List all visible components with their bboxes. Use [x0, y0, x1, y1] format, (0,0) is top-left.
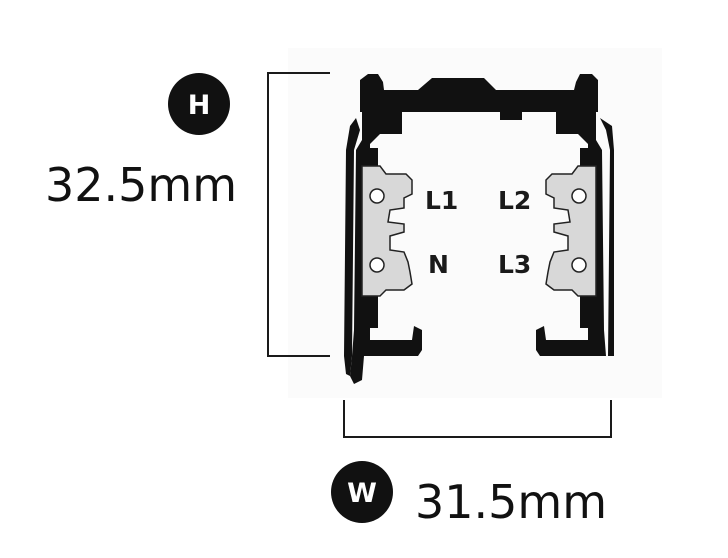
- height-dimension: 32.5mm: [45, 158, 237, 212]
- profile-top-inner-right: [556, 112, 578, 134]
- profile-top-inner-left: [380, 112, 402, 134]
- label-l2: L2: [498, 186, 531, 215]
- label-l3: L3: [498, 250, 531, 279]
- right-contact-hole-bottom: [571, 257, 587, 273]
- width-badge-letter: W: [347, 478, 377, 509]
- height-badge-letter: H: [188, 90, 211, 121]
- width-bracket: [343, 400, 612, 438]
- label-n: N: [428, 250, 449, 279]
- profile-left-skin: [344, 118, 360, 376]
- label-l1: L1: [425, 186, 458, 215]
- width-badge-circle: [331, 461, 393, 523]
- profile-top-notch: [500, 112, 522, 120]
- left-contact-hole-top: [369, 188, 385, 204]
- width-badge: W: [331, 461, 393, 523]
- width-dimension: 31.5mm: [415, 475, 607, 529]
- height-bracket: [267, 72, 330, 357]
- right-contact-hole-top: [571, 188, 587, 204]
- height-badge-circle: [168, 73, 230, 135]
- right-contact-body: [545, 165, 597, 297]
- left-contact-strip: [361, 165, 413, 297]
- left-contact-hole-bottom: [369, 257, 385, 273]
- left-contact-body: [361, 165, 413, 297]
- profile-top-bar: [360, 74, 598, 112]
- right-contact-strip: [545, 165, 597, 297]
- height-badge: H: [168, 73, 230, 135]
